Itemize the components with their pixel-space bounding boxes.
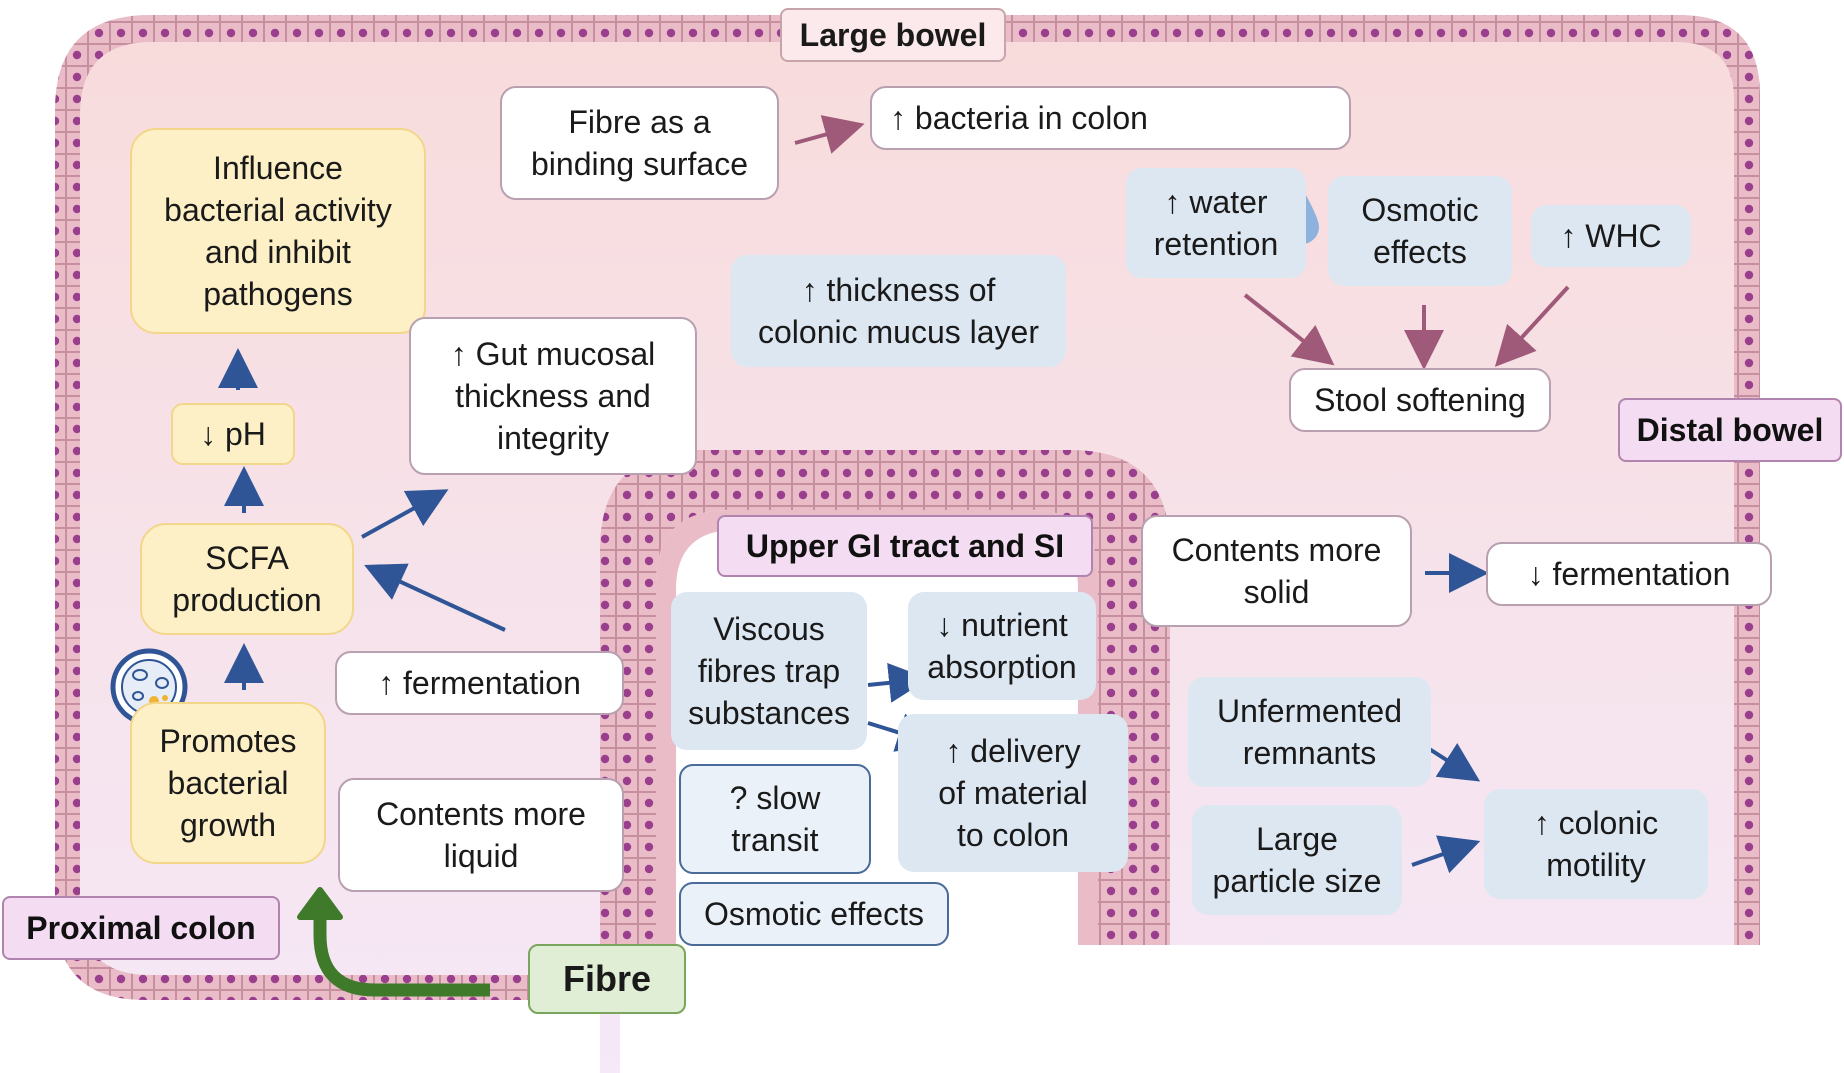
box-bacteria-colon: ↑ bacteria in colon xyxy=(870,86,1351,150)
box-promotes-growth: Promotes bacterial growth xyxy=(130,702,326,864)
box-water-retention: ↑ water retention xyxy=(1126,168,1306,278)
label-distal-bowel: Distal bowel xyxy=(1618,398,1842,462)
box-osmotic-effects-si: Osmotic effects xyxy=(679,882,949,946)
box-fermentation-up: ↑ fermentation xyxy=(335,651,624,715)
label-upper-gi: Upper GI tract and SI xyxy=(717,515,1093,577)
label-fibre: Fibre xyxy=(528,944,686,1014)
box-nutrient-absorption: ↓ nutrient absorption xyxy=(908,592,1096,700)
box-delivery-colon: ↑ delivery of material to colon xyxy=(898,714,1128,872)
box-slow-transit: ? slow transit xyxy=(679,764,871,874)
label-large-bowel: Large bowel xyxy=(780,8,1006,62)
box-osmotic-effects-colon: Osmotic effects xyxy=(1328,176,1512,286)
box-fermentation-down: ↓ fermentation xyxy=(1486,542,1772,606)
box-influence-bacterial: Influence bacterial activity and inhibit… xyxy=(130,128,426,334)
arrows xyxy=(218,115,1570,874)
box-binding-surface: Fibre as a binding surface xyxy=(500,86,779,200)
box-whc: ↑ WHC xyxy=(1531,205,1691,267)
box-large-particle: Large particle size xyxy=(1192,805,1402,915)
box-scfa-production: SCFA production xyxy=(140,523,354,635)
box-stool-softening: Stool softening xyxy=(1289,368,1551,432)
label-proximal-colon: Proximal colon xyxy=(2,896,280,960)
box-mucus-layer: ↑ thickness of colonic mucus layer xyxy=(731,255,1066,367)
box-unfermented-remnants: Unfermented remnants xyxy=(1188,677,1431,787)
box-ph: ↓ pH xyxy=(171,403,295,465)
fibre-entry-arrow xyxy=(313,905,490,997)
box-gut-mucosal: ↑ Gut mucosal thickness and integrity xyxy=(409,317,697,475)
box-viscous-fibres: Viscous fibres trap substances xyxy=(671,592,867,750)
box-contents-solid: Contents more solid xyxy=(1141,515,1412,627)
box-contents-liquid: Contents more liquid xyxy=(338,778,624,892)
box-colonic-motility: ↑ colonic motility xyxy=(1484,789,1708,899)
